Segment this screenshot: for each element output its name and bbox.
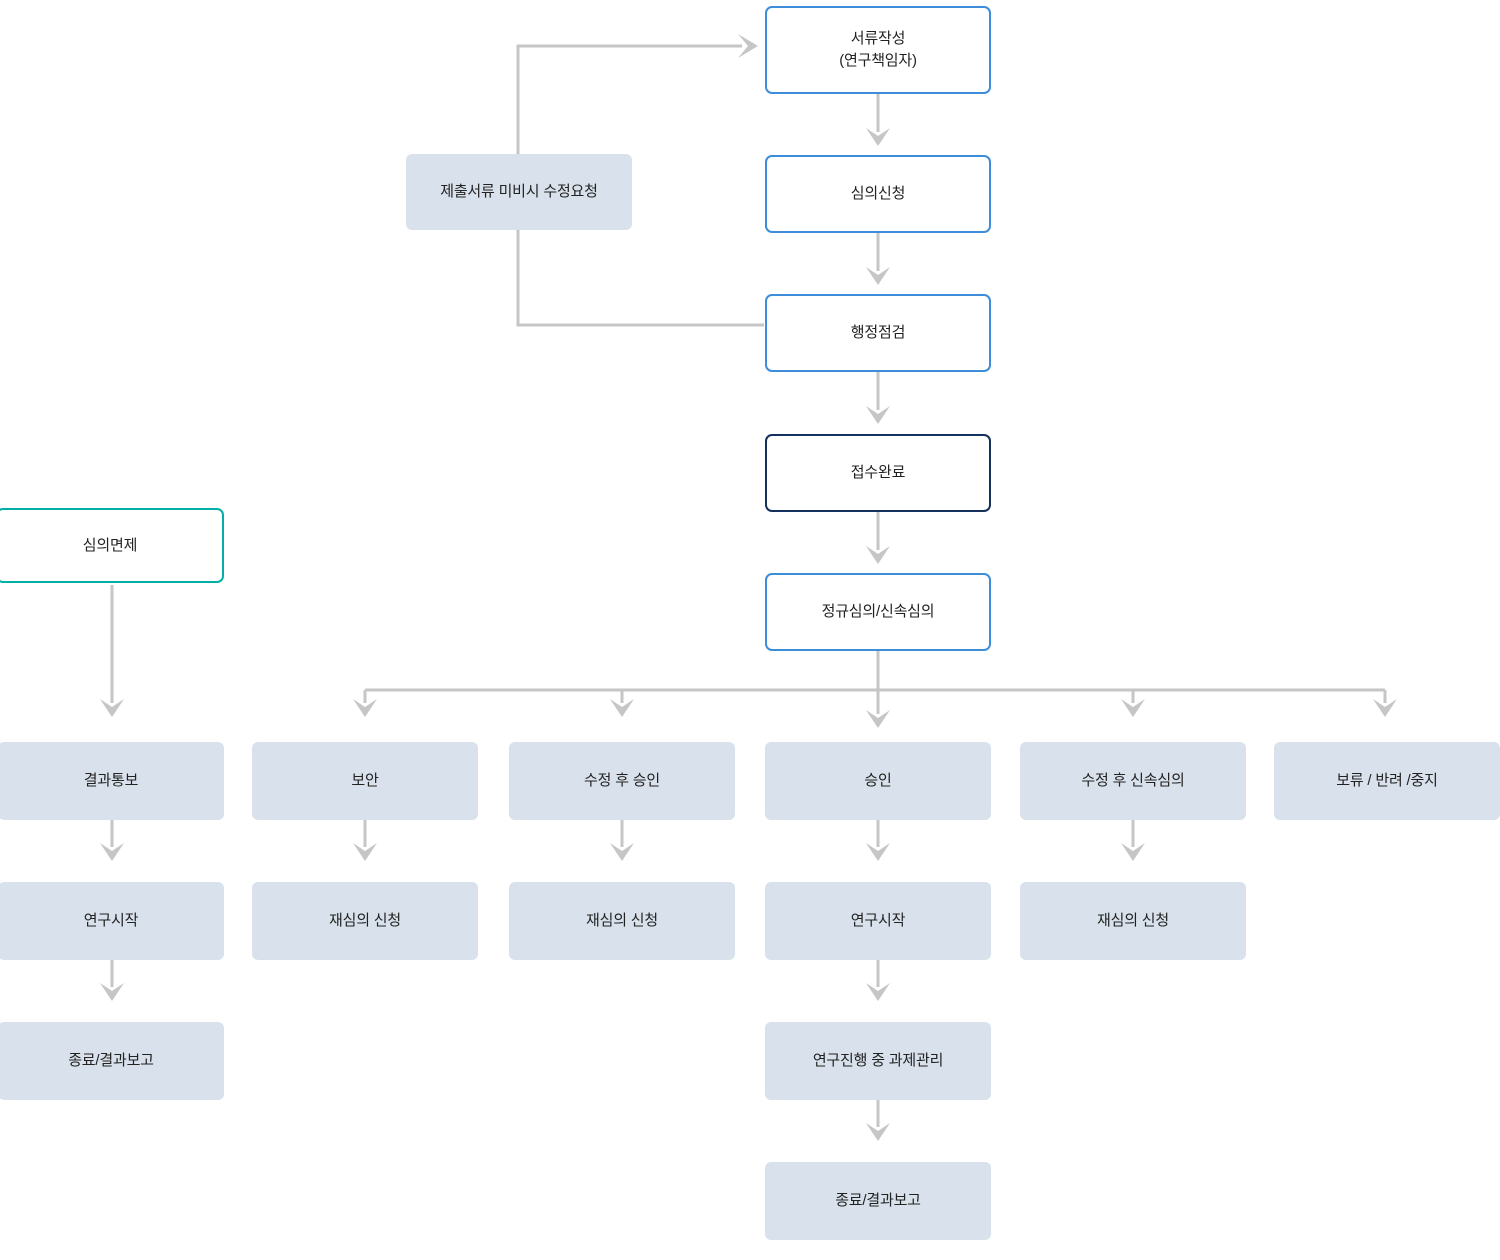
arrow-startresearch-to-projectmgmt — [866, 960, 890, 1001]
arrow-security-to-reexamine — [353, 820, 377, 861]
node-doc-preparation[interactable]: 서류작성 (연구책임자) — [765, 6, 991, 94]
node-start-research-left[interactable]: 연구시작 — [0, 882, 224, 960]
node-reexamine-request-1[interactable]: 재심의 신청 — [252, 882, 478, 960]
arrow-receipt-to-review — [866, 512, 890, 564]
node-approved[interactable]: 승인 — [765, 742, 991, 820]
arrow-startresearch-to-finalreport — [100, 960, 124, 1001]
node-regular-or-expedited-review[interactable]: 정규심의/신속심의 — [765, 573, 991, 651]
arrow-admincheck-to-receipt — [866, 372, 890, 424]
line-admincheck-to-revision — [516, 230, 764, 327]
node-reexamine-request-3[interactable]: 재심의 신청 — [1020, 882, 1246, 960]
node-admin-check[interactable]: 행정점검 — [765, 294, 991, 372]
arrow-request-to-admincheck — [866, 233, 890, 285]
node-review-request[interactable]: 심의신청 — [765, 155, 991, 233]
arrow-docprep-to-request — [866, 94, 890, 146]
arrow-approved-to-startresearch — [866, 820, 890, 861]
node-final-report-center[interactable]: 종료/결과보고 — [765, 1162, 991, 1240]
arrow-expedited-to-reexamine — [1121, 820, 1145, 861]
node-start-research-center[interactable]: 연구시작 — [765, 882, 991, 960]
node-receipt-complete[interactable]: 접수완료 — [765, 434, 991, 512]
arrow-result-to-startresearch — [100, 820, 124, 861]
node-final-report-left[interactable]: 종료/결과보고 — [0, 1022, 224, 1100]
node-project-management[interactable]: 연구진행 중 과제관리 — [765, 1022, 991, 1100]
branch-bus — [353, 651, 1397, 728]
node-result-notice[interactable]: 결과통보 — [0, 742, 224, 820]
node-revision-request[interactable]: 제출서류 미비시 수정요청 — [406, 154, 632, 230]
node-approve-after-revision[interactable]: 수정 후 승인 — [509, 742, 735, 820]
arrow-projectmgmt-to-finalreport — [866, 1100, 890, 1141]
node-hold-return-stop[interactable]: 보류 / 반려 /중지 — [1274, 742, 1500, 820]
arrow-revision-to-docprep — [516, 34, 758, 156]
arrow-exemption-to-result — [100, 585, 124, 717]
node-security[interactable]: 보안 — [252, 742, 478, 820]
node-review-exemption[interactable]: 심의면제 — [0, 508, 224, 583]
node-reexamine-request-2[interactable]: 재심의 신청 — [509, 882, 735, 960]
arrow-approveafterrev-to-reexamine — [610, 820, 634, 861]
node-expedited-after-revision[interactable]: 수정 후 신속심의 — [1020, 742, 1246, 820]
